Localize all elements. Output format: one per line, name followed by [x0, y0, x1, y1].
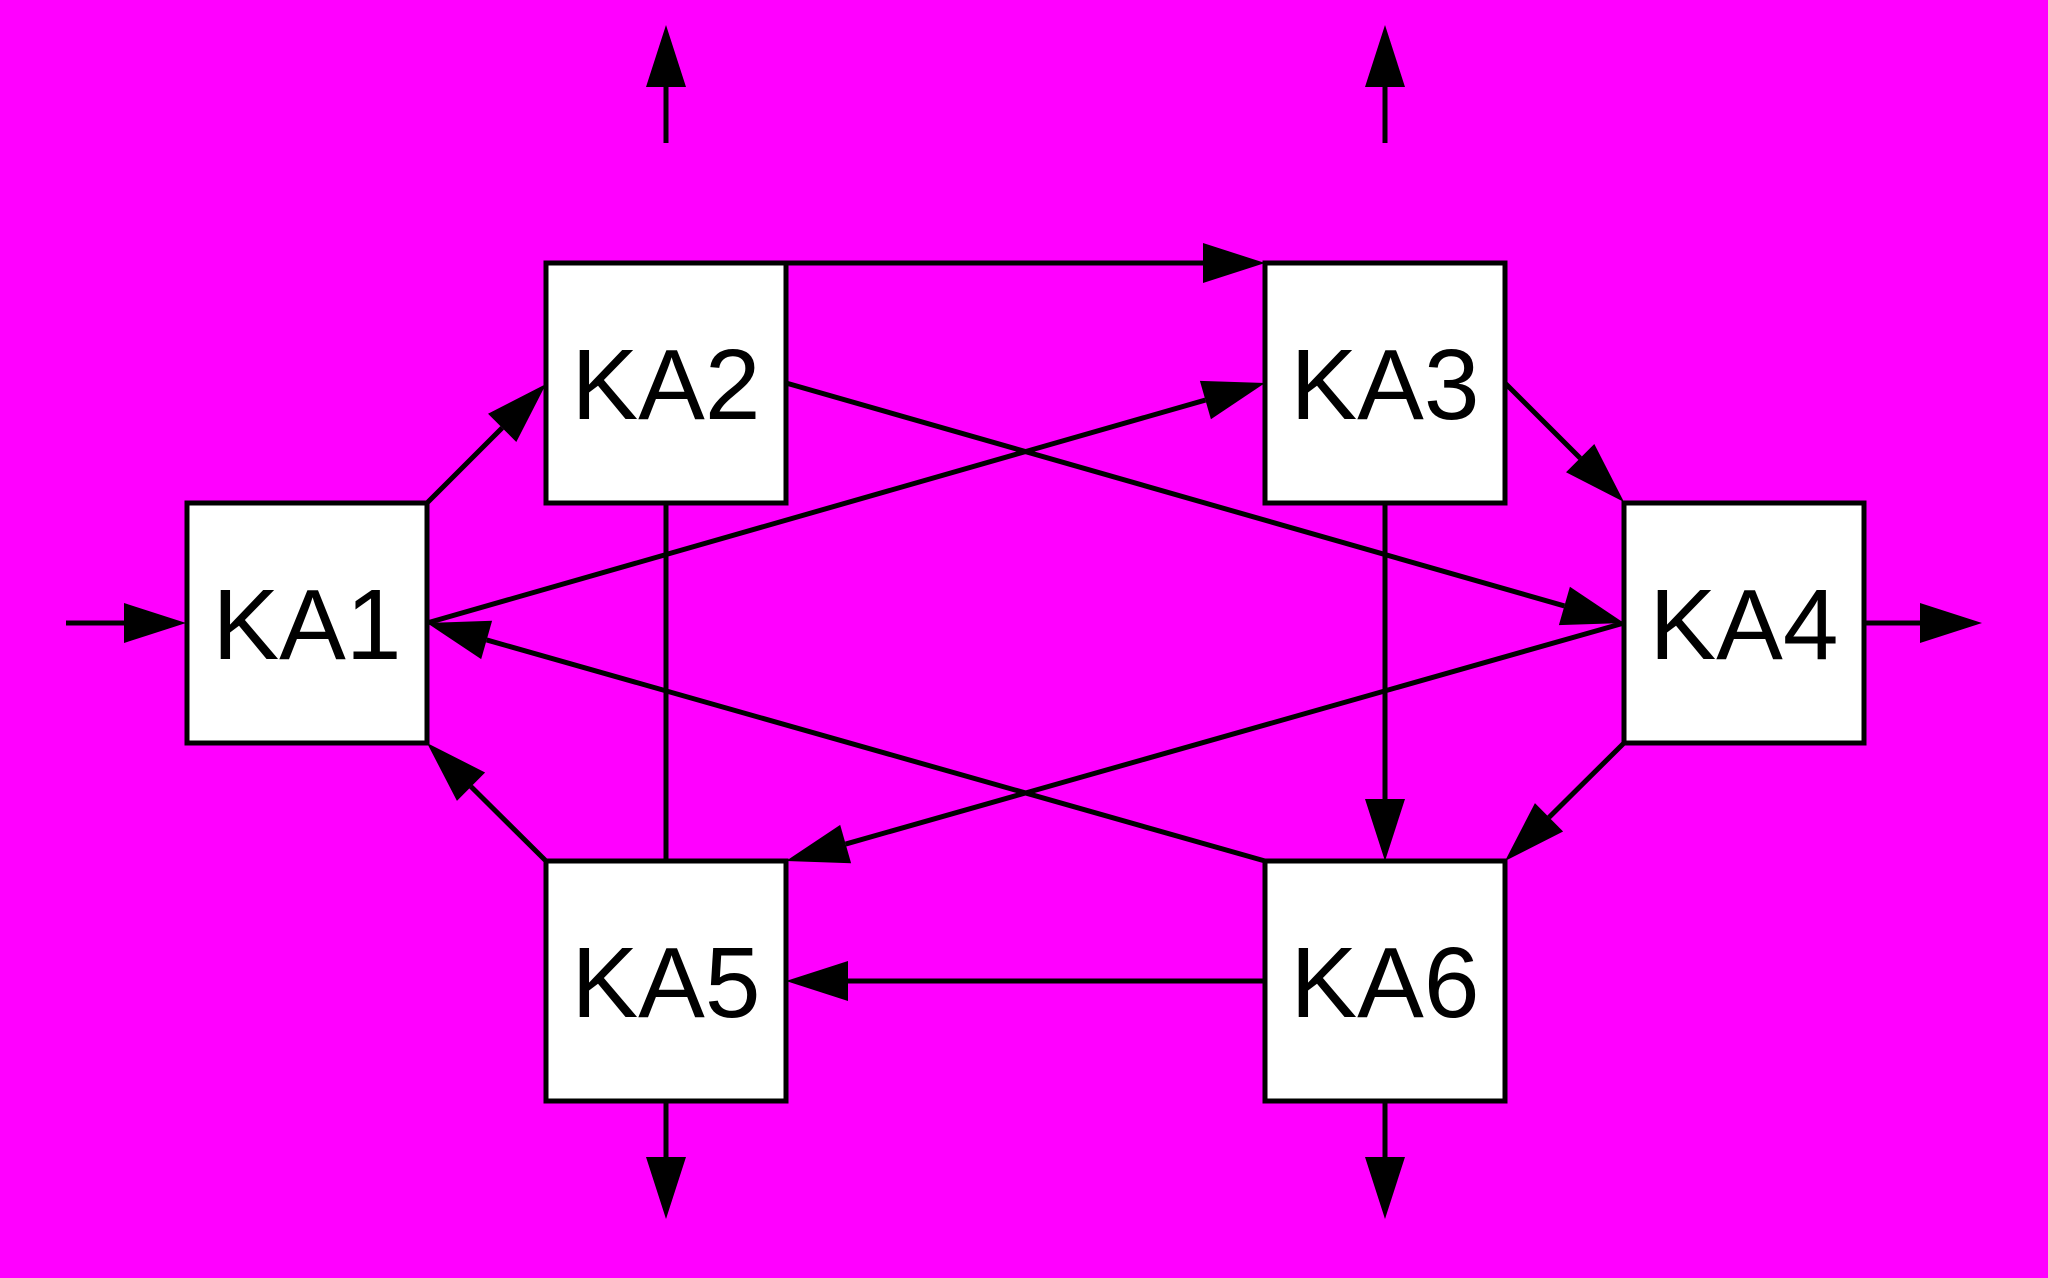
arrowhead-icon	[1365, 25, 1405, 87]
node-ka3: KA3	[1262, 260, 1508, 506]
edge-ka6-to-output	[1365, 1101, 1405, 1219]
arrowhead-icon	[786, 824, 852, 864]
edge-line	[1547, 741, 1626, 820]
arrowhead-icon	[1199, 380, 1265, 420]
edge-ka2-to-ka4	[785, 380, 1624, 626]
arrowhead-icon	[124, 603, 186, 643]
node-box	[543, 858, 789, 1104]
node-label: KA2	[571, 329, 760, 441]
node-label: KA4	[1649, 569, 1838, 681]
node-label: KA5	[571, 927, 760, 1039]
arrowhead-icon	[786, 961, 848, 1001]
node-label: KA6	[1290, 927, 1479, 1039]
edge-ka1-to-ka2	[425, 384, 546, 505]
arrowhead-icon	[1505, 803, 1564, 861]
arrowhead-icon	[1365, 1157, 1405, 1219]
edge-input-to-ka1	[66, 603, 186, 643]
edge-line	[785, 380, 1566, 609]
edge-line	[469, 784, 548, 863]
edge-ka5-to-ka1	[427, 743, 548, 863]
arrowhead-icon	[488, 384, 546, 442]
edge-ka5-to-output	[646, 1101, 686, 1219]
node-ka6: KA6	[1262, 858, 1508, 1104]
node-ka1: KA1	[184, 500, 430, 746]
arrowhead-icon	[1920, 603, 1982, 643]
edge-ka4-to-ka6	[1505, 741, 1626, 861]
edge-ka4-to-ka5	[786, 620, 1625, 864]
edge-ka3-to-ka4	[1503, 381, 1624, 502]
arrowhead-icon	[646, 1157, 686, 1219]
edge-line	[1503, 381, 1582, 460]
arrowhead-icon	[1203, 243, 1265, 283]
node-box	[1262, 260, 1508, 506]
edge-ka3-to-output	[1365, 25, 1405, 143]
node-box	[1621, 500, 1867, 746]
edge-line	[426, 397, 1207, 626]
node-label: KA3	[1290, 329, 1479, 441]
node-ka5: KA5	[543, 858, 789, 1104]
edge-line	[425, 426, 504, 505]
node-ka4: KA4	[1621, 500, 1867, 746]
arrowhead-icon	[427, 620, 493, 660]
arrowhead-icon	[1566, 444, 1624, 502]
node-box	[184, 500, 430, 746]
edge-ka6-to-ka5	[786, 961, 1265, 1001]
arrowhead-icon	[646, 25, 686, 87]
node-ka2: KA2	[543, 260, 789, 506]
edge-ka6-to-ka1	[427, 620, 1266, 864]
edge-layer	[66, 25, 1982, 1219]
edge-line	[485, 637, 1266, 864]
node-box	[543, 260, 789, 506]
arrowhead-icon	[1558, 586, 1624, 626]
edge-ka2-to-output	[646, 25, 686, 143]
edge-ka1-to-ka3	[426, 380, 1265, 626]
node-box	[1262, 858, 1508, 1104]
edge-line	[844, 620, 1625, 847]
arrowhead-icon	[1365, 799, 1405, 861]
node-label: KA1	[212, 569, 401, 681]
edge-ka2-to-ka3	[786, 243, 1265, 283]
arrowhead-icon	[427, 743, 486, 801]
edge-ka4-to-output	[1864, 603, 1982, 643]
